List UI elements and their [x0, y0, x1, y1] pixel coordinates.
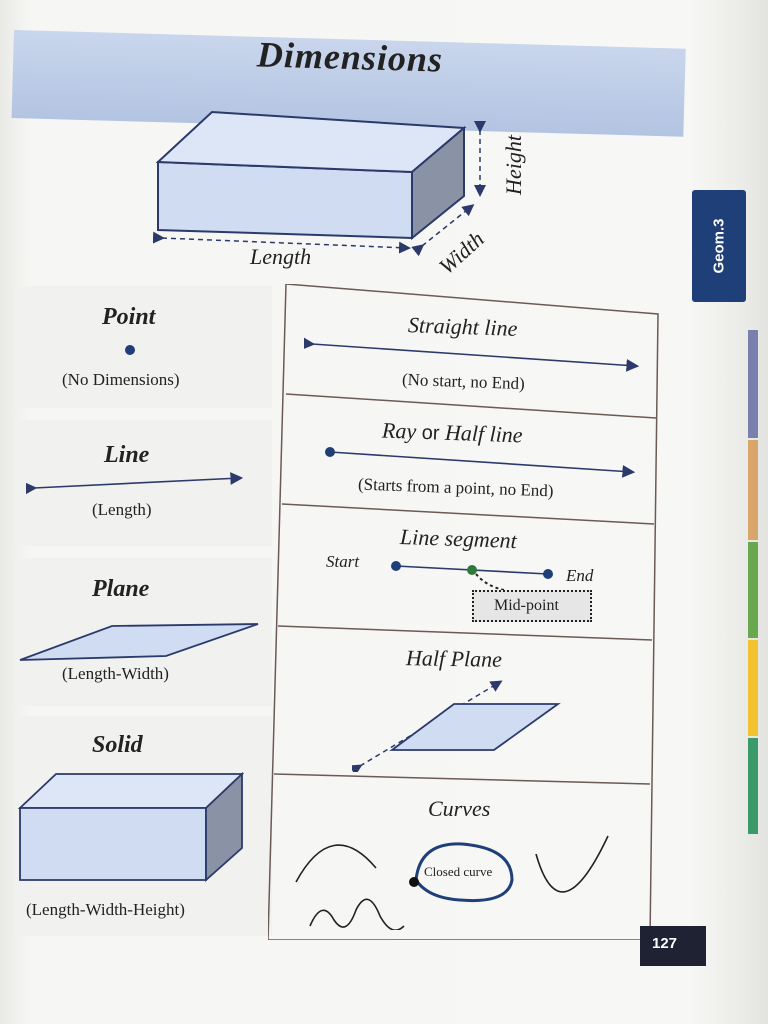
- point-panel: [14, 286, 272, 408]
- ray-or-word: or: [421, 421, 440, 445]
- plane-diagram: [19, 623, 259, 661]
- solid-diagram: [17, 771, 245, 883]
- ray-diagram: [325, 447, 636, 478]
- solid-title: Solid: [92, 732, 143, 758]
- top-solid-diagram: [152, 110, 486, 257]
- midpoint-label: Mid-point: [494, 597, 559, 614]
- line-caption: (Length): [92, 500, 152, 519]
- ray-word: Ray: [381, 417, 417, 444]
- closed-curve-label: Closed curve: [424, 864, 493, 879]
- half-plane-title: Half Plane: [405, 645, 503, 672]
- plane-caption: (Length-Width): [62, 664, 169, 683]
- tab-stripe-yellow: [748, 640, 758, 736]
- chapter-tab-label: Geom.3: [710, 218, 728, 274]
- segment-title: Line segment: [399, 523, 518, 554]
- line-title: Line: [104, 442, 150, 468]
- height-label: Height: [500, 135, 526, 195]
- tab-stripe-teal: [748, 738, 758, 834]
- half-plane-diagram: [352, 680, 561, 772]
- lines-table: [268, 284, 659, 940]
- solid-caption: (Length-Width-Height): [26, 900, 185, 919]
- length-label: Length: [250, 244, 312, 269]
- straight-line-caption: (No start, no End): [401, 369, 526, 394]
- line-diagram: [26, 472, 244, 494]
- tab-stripe-green: [748, 542, 758, 638]
- midpoint-box: [472, 590, 592, 622]
- plane-title: Plane: [92, 576, 150, 602]
- page-number-box: 127: [640, 926, 706, 966]
- straight-line-diagram: [304, 336, 640, 372]
- curves-title: Curves: [428, 796, 491, 821]
- segment-end-label: End: [566, 566, 594, 585]
- page-number: 127: [652, 935, 678, 952]
- point-caption: (No Dimensions): [62, 370, 180, 389]
- point-title: Point: [102, 304, 156, 330]
- curves-diagram: [295, 835, 609, 930]
- tab-stripe-purple: [748, 330, 758, 438]
- chapter-tab[interactable]: Geom.3: [692, 190, 746, 302]
- segment-diagram: [391, 561, 553, 591]
- tab-stripe-orange: [748, 440, 758, 540]
- segment-start-label: Start: [326, 552, 360, 571]
- point-dot: [125, 345, 135, 355]
